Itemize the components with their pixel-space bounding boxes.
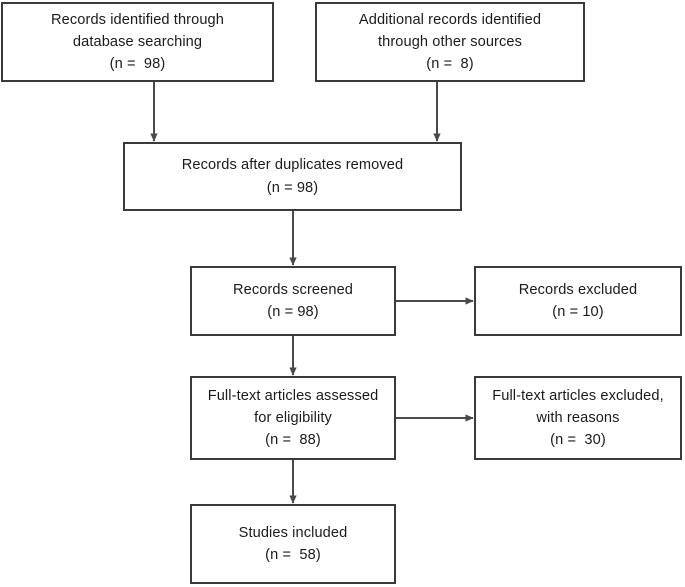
node-count-line: (n = 88) xyxy=(265,432,321,449)
additional-records-other-sources-box: Additional records identified through ot… xyxy=(315,2,585,82)
studies-included-box: Studies included (n = 58) xyxy=(190,504,396,584)
node-text-line: with reasons xyxy=(536,409,620,426)
records-screened-box: Records screened (n = 98) xyxy=(190,266,396,336)
node-count-line: (n = 10) xyxy=(552,304,604,320)
node-text-line: Records excluded xyxy=(518,281,638,298)
node-text-line: through other sources xyxy=(377,33,523,50)
node-count-line: (n = 8) xyxy=(426,56,474,73)
node-count-line: (n = 98) xyxy=(267,304,319,320)
records-excluded-box: Records excluded (n = 10) xyxy=(474,266,682,336)
full-text-articles-excluded-box: Full-text articles excluded, with reason… xyxy=(474,376,682,460)
node-text-line: for eligibility xyxy=(254,409,332,426)
records-identified-database-searching-box: Records identified through database sear… xyxy=(1,2,274,82)
node-text-line: Studies included xyxy=(238,524,348,541)
node-text-line: Records after duplicates removed xyxy=(181,157,404,174)
node-count-line: (n = 98) xyxy=(109,56,166,73)
node-count-line: (n = 30) xyxy=(550,432,606,449)
full-text-articles-assessed-box: Full-text articles assessed for eligibil… xyxy=(190,376,396,460)
records-after-duplicates-removed-box: Records after duplicates removed (n = 98… xyxy=(123,142,462,211)
node-text-line: Full-text articles excluded, xyxy=(492,387,664,404)
node-text-line: Records identified through xyxy=(51,11,224,28)
node-text-line: Records screened xyxy=(232,281,354,298)
node-count-line: (n = 98) xyxy=(266,179,319,196)
node-text-line: database searching xyxy=(72,33,203,50)
node-text-line: Full-text articles assessed xyxy=(207,387,379,404)
node-text-line: Additional records identified xyxy=(358,11,542,28)
node-count-line: (n = 58) xyxy=(265,547,321,563)
